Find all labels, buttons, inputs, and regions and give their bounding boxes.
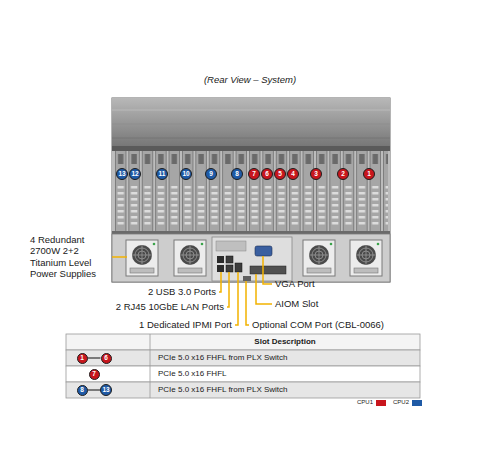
legend-swatch bbox=[412, 400, 422, 406]
slot-range-connector bbox=[88, 389, 101, 390]
slot-number-circle: 2 bbox=[337, 168, 349, 180]
table-cell: PCIe 5.0 x16 FHFL from PLX Switch bbox=[158, 385, 288, 395]
legend-label: CPU1 bbox=[357, 399, 373, 406]
legend-label: CPU2 bbox=[393, 399, 409, 406]
slot-number-circle: 13 bbox=[100, 384, 112, 396]
slot-number-circle: 9 bbox=[205, 168, 217, 180]
slot-number: 4 bbox=[291, 171, 295, 178]
slot-number-circle: 1 bbox=[77, 353, 88, 364]
slot-number-circle: 6 bbox=[261, 168, 273, 180]
callout-label: 2 RJ45 10GbE LAN Ports bbox=[116, 301, 224, 312]
callout-label: AIOM Slot bbox=[275, 298, 318, 309]
slot-number-circle: 13 bbox=[116, 168, 128, 180]
leader-lines bbox=[112, 256, 272, 325]
slot-number-circle: 3 bbox=[310, 168, 322, 180]
slot-number-circle: 10 bbox=[180, 168, 192, 180]
table-cell: PCIe 5.0 x16 FHFL from PLX Switch bbox=[158, 353, 288, 363]
slot-number: 1 bbox=[80, 355, 84, 362]
slot-number: 7 bbox=[252, 171, 256, 178]
table-header: Slot Description bbox=[254, 337, 315, 347]
callout-label: 4 Redundant 2700W 2+2 Titanium Level Pow… bbox=[30, 234, 110, 280]
slot-number: 6 bbox=[104, 355, 108, 362]
slot-number-circle: 8 bbox=[231, 168, 243, 180]
slot-number-circle: 4 bbox=[287, 168, 299, 180]
slot-number-circle: 1 bbox=[363, 168, 375, 180]
slot-number: 8 bbox=[235, 171, 239, 178]
slot-number-circle: 7 bbox=[89, 369, 100, 380]
slot-range-connector bbox=[88, 357, 101, 358]
slot-number: 10 bbox=[182, 171, 189, 178]
callout-label: 2 USB 3.0 Ports bbox=[148, 286, 216, 297]
legend-swatch bbox=[376, 400, 386, 406]
callout-label: 1 Dedicated IPMI Port bbox=[139, 319, 232, 330]
slot-number: 5 bbox=[278, 171, 282, 178]
slot-number-circle: 12 bbox=[129, 168, 141, 180]
slot-number: 2 bbox=[341, 171, 345, 178]
slot-table bbox=[66, 334, 420, 398]
slot-number-circle: 6 bbox=[101, 353, 112, 364]
io-panel bbox=[212, 237, 292, 281]
callout-label: VGA Port bbox=[275, 278, 315, 289]
callout-label: Optional COM Port (CBL-0066) bbox=[252, 319, 384, 330]
slot-number: 12 bbox=[131, 171, 138, 178]
table-cell: PCIe 5.0 x16 FHFL bbox=[158, 369, 226, 379]
slot-number: 13 bbox=[102, 387, 109, 394]
slot-number: 3 bbox=[314, 171, 318, 178]
view-title: (Rear View – System) bbox=[204, 74, 296, 85]
slot-number-circle: 5 bbox=[274, 168, 286, 180]
slot-number-circle: 8 bbox=[77, 385, 88, 396]
slot-number: 1 bbox=[367, 171, 371, 178]
slot-number: 9 bbox=[209, 171, 213, 178]
slot-number: 8 bbox=[80, 387, 84, 394]
slot-number: 13 bbox=[118, 171, 125, 178]
slot-number-circle: 11 bbox=[156, 168, 168, 180]
slot-number-circle: 7 bbox=[248, 168, 260, 180]
slot-number: 11 bbox=[159, 171, 166, 178]
slot-number: 7 bbox=[92, 371, 96, 378]
slot-number: 6 bbox=[265, 171, 269, 178]
chassis bbox=[112, 98, 390, 282]
